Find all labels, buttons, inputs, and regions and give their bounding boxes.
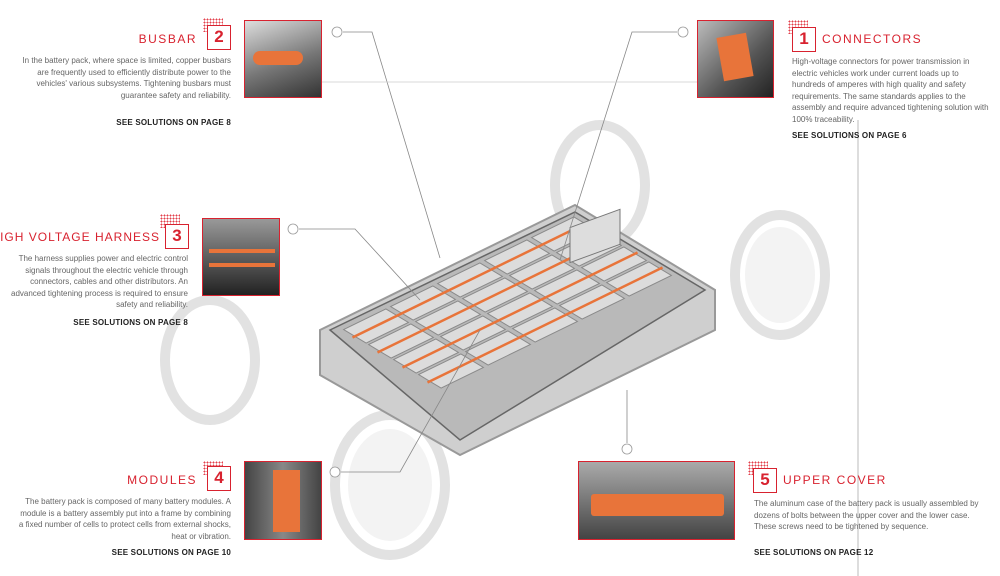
busbar-link[interactable]: SEE SOLUTIONS ON PAGE 8: [116, 118, 231, 127]
modules-description: The battery pack is composed of many bat…: [18, 497, 231, 541]
upper-cover-description: The aluminum case of the battery pack is…: [754, 499, 979, 531]
section-number-3: 3: [165, 224, 189, 249]
upper-cover-photo: [578, 461, 735, 540]
harness-description: The harness supplies power and electric …: [11, 254, 188, 309]
busbar-title: BUSBAR: [138, 32, 197, 46]
harness-photo: [202, 218, 280, 296]
section-number-4: 4: [207, 466, 231, 491]
busbar-description: In the battery pack, where space is limi…: [22, 56, 231, 100]
harness-title: HIGH VOLTAGE HARNESS: [0, 230, 160, 244]
connectors-photo: [697, 20, 774, 98]
busbar-photo: [244, 20, 322, 98]
connectors-title: CONNECTORS: [822, 32, 923, 46]
section-number-2: 2: [207, 25, 231, 50]
connectors-link[interactable]: SEE SOLUTIONS ON PAGE 6: [792, 131, 907, 140]
harness-link[interactable]: SEE SOLUTIONS ON PAGE 8: [73, 318, 188, 327]
upper-cover-link[interactable]: SEE SOLUTIONS ON PAGE 12: [754, 548, 874, 557]
connectors-description: High-voltage connectors for power transm…: [792, 57, 989, 124]
section-number-5: 5: [753, 468, 777, 493]
modules-link[interactable]: SEE SOLUTIONS ON PAGE 10: [111, 548, 231, 557]
section-number-1: 1: [792, 27, 816, 52]
modules-title: MODULES: [127, 473, 197, 487]
busbar-line: [426, 266, 664, 384]
busbar-line: [401, 251, 639, 369]
busbar-line: [351, 221, 589, 339]
upper-cover-title: UPPER COVER: [783, 473, 887, 487]
modules-photo: [244, 461, 322, 540]
